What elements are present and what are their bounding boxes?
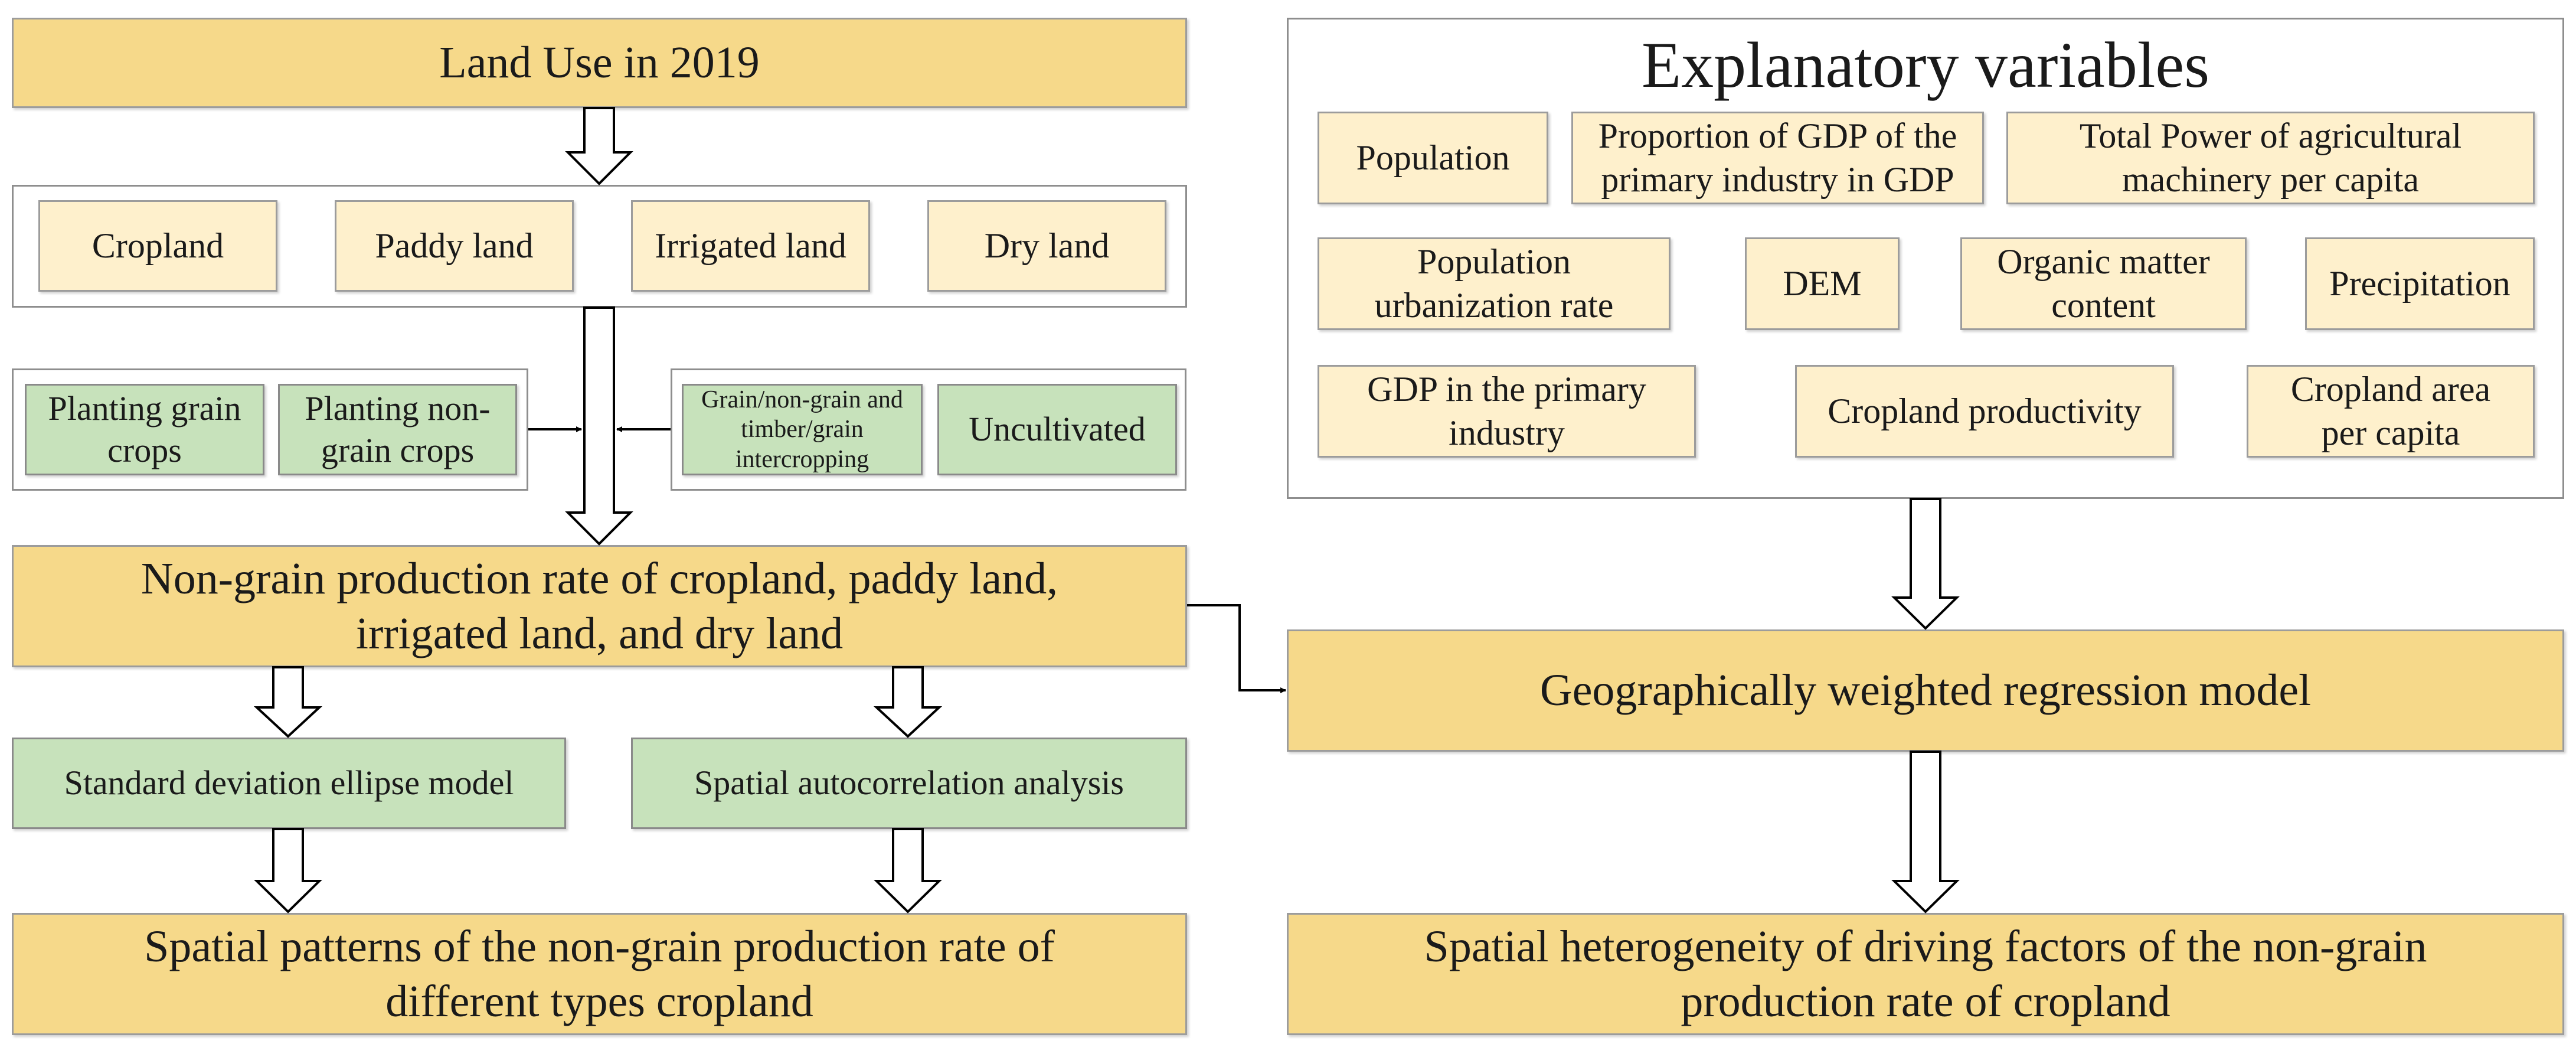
variable-precipitation: Precipitation — [2305, 237, 2535, 330]
variable-population: Population — [1318, 112, 1548, 204]
variable-label: Cropland productivity — [1828, 391, 2142, 430]
variable-dem: DEM — [1745, 237, 1900, 330]
connector-arrow-icon — [1187, 604, 1286, 693]
autocorrelation-label: Spatial autocorrelation analysis — [694, 764, 1124, 802]
land-type-paddy: Paddy land — [335, 200, 574, 292]
intercropping-label: Grain/non-grain and timber/grain intercr… — [701, 386, 903, 473]
spatial-patterns-label: Spatial patterns of the non-grain produc… — [144, 921, 1055, 1026]
variable-label: Cropland area per capita — [2290, 370, 2491, 452]
land-type-label: Dry land — [984, 226, 1110, 265]
block-arrow-down-icon — [873, 666, 943, 738]
block-arrow-down-icon — [1891, 498, 1960, 630]
variable-gdp-primary: GDP in the primary industry — [1318, 365, 1696, 458]
variable-label: Total Power of agricultural machinery pe… — [2079, 116, 2462, 199]
variable-label: Population — [1356, 138, 1510, 177]
variable-label: Precipitation — [2329, 263, 2510, 303]
block-arrow-down-icon — [874, 828, 942, 914]
land-type-label: Irrigated land — [655, 226, 846, 265]
uncultivated-box: Uncultivated — [937, 384, 1177, 475]
land-type-cropland: Cropland — [38, 200, 277, 292]
non-grain-rate-box: Non-grain production rate of cropland, p… — [12, 545, 1187, 667]
land-type-dry: Dry land — [927, 200, 1166, 292]
ellipse-model-label: Standard deviation ellipse model — [64, 764, 514, 802]
block-arrow-down-icon — [565, 107, 633, 185]
variable-label: Proportion of GDP of the primary industr… — [1598, 116, 1957, 199]
land-use-title-box: Land Use in 2019 — [12, 18, 1187, 108]
uncultivated-label: Uncultivated — [969, 410, 1146, 449]
land-type-label: Paddy land — [375, 226, 534, 265]
spatial-patterns-box: Spatial patterns of the non-grain produc… — [12, 913, 1187, 1035]
land-type-irrigated: Irrigated land — [631, 200, 870, 292]
explanatory-title-text: Explanatory variables — [1641, 28, 2210, 101]
variable-organic-matter: Organic matter content — [1960, 237, 2247, 330]
block-arrow-down-icon — [254, 828, 322, 914]
gwr-model-box: Geographically weighted regression model — [1287, 629, 2564, 752]
autocorrelation-box: Spatial autocorrelation analysis — [631, 738, 1187, 829]
gwr-model-label: Geographically weighted regression model — [1539, 665, 2312, 716]
land-type-label: Cropland — [91, 226, 224, 265]
variable-cropland-productivity: Cropland productivity — [1795, 365, 2174, 458]
heterogeneity-label: Spatial heterogeneity of driving factors… — [1424, 921, 2427, 1026]
variable-cropland-area: Cropland area per capita — [2247, 365, 2535, 458]
land-use-title: Land Use in 2019 — [439, 38, 760, 88]
variable-label: GDP in the primary industry — [1367, 370, 1646, 452]
explanatory-variables-title: Explanatory variables — [1287, 24, 2564, 106]
block-arrow-down-icon — [253, 666, 323, 738]
variable-label: DEM — [1783, 263, 1862, 303]
planting-grain-label: Planting grain crops — [48, 389, 241, 469]
heterogeneity-box: Spatial heterogeneity of driving factors… — [1287, 913, 2564, 1035]
variable-machinery-power: Total Power of agricultural machinery pe… — [2006, 112, 2535, 204]
variable-label: Population urbanization rate — [1374, 242, 1614, 325]
block-arrow-down-icon — [1891, 751, 1960, 914]
variable-gdp-proportion: Proportion of GDP of the primary industr… — [1571, 112, 1984, 204]
variable-urbanization-rate: Population urbanization rate — [1318, 237, 1671, 330]
intercropping-box: Grain/non-grain and timber/grain intercr… — [682, 384, 923, 475]
planting-non-grain-label: Planting non-grain crops — [305, 389, 491, 469]
non-grain-rate-label: Non-grain production rate of cropland, p… — [140, 553, 1058, 658]
planting-non-grain-crops-box: Planting non-grain crops — [278, 384, 517, 475]
block-arrow-down-icon — [565, 306, 633, 546]
variable-label: Organic matter content — [1997, 242, 2210, 325]
planting-grain-crops-box: Planting grain crops — [25, 384, 264, 475]
